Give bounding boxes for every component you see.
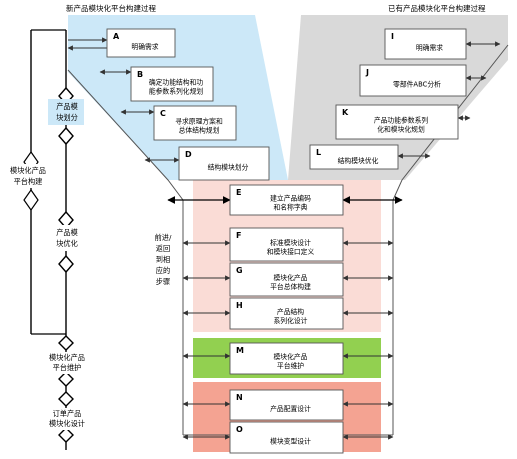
stage-module-division-line1: 产品模 <box>56 102 78 111</box>
side-note: 前进/ 返回 到相 应的 步骤 <box>155 233 172 286</box>
process-box-text: 平台维护 <box>277 361 304 370</box>
process-box-n: N 产品配置设计 <box>229 389 344 421</box>
stage-order-design-line1: 订单产品 <box>53 409 82 418</box>
process-box-text: 结构模块优化 <box>338 156 379 165</box>
process-box-frame <box>229 342 344 375</box>
process-box-frame <box>229 297 344 330</box>
process-box-frame <box>229 421 344 454</box>
process-box-id: A <box>113 32 120 41</box>
left-axis: 模块化产品 平台构建 <box>4 29 66 335</box>
process-box-i: I 明确需求 <box>384 28 467 60</box>
process-box-text: 产品功能参数系列 <box>374 116 429 125</box>
process-box-text: 产品配置设计 <box>270 404 311 413</box>
process-box-text: 寻求原理方案和 <box>175 117 223 126</box>
svg-text:应的: 应的 <box>156 266 170 275</box>
stage-order-design-line2: 模块化设计 <box>49 419 85 428</box>
process-box-j: J 零部件ABC分析 <box>359 64 467 97</box>
process-box-text: 平台总体构建 <box>270 282 311 291</box>
stage-module-optimization-line1: 产品模 <box>56 228 78 237</box>
process-box-frame <box>130 66 214 102</box>
stage-module-optimization-line2: 块优化 <box>56 239 78 248</box>
process-box-text: 建立产品编码 <box>270 194 311 203</box>
stage-platform-maintenance-line1: 模块化产品 <box>49 353 85 362</box>
header-existing-product: 已有产品模块化平台构建过程 <box>388 3 486 13</box>
svg-text:返回: 返回 <box>156 244 170 253</box>
process-box-text: 化和模块化规划 <box>377 125 425 134</box>
svg-text:到相: 到相 <box>156 255 170 264</box>
process-box-frame <box>335 104 459 140</box>
process-box-d: D 结构模块划分 <box>178 146 270 181</box>
process-box-text: 模块化产品 <box>274 352 308 361</box>
process-box-frame <box>384 28 467 60</box>
process-box-id: G <box>236 266 243 275</box>
process-box-frame <box>359 64 467 97</box>
process-box-text: 零部件ABC分析 <box>393 80 441 89</box>
process-box-a: A 明确需求 <box>106 28 176 58</box>
process-box-text: 和名称字典 <box>274 203 308 212</box>
process-box-id: H <box>236 301 243 310</box>
process-box-id: I <box>391 32 394 41</box>
stage-platform-maintenance-line2: 平台维护 <box>53 363 82 372</box>
process-box-l: L 结构模块优化 <box>309 144 399 170</box>
process-box-frame <box>229 227 344 262</box>
process-box-o: O 模块变型设计 <box>229 421 344 454</box>
process-box-text: 明确需求 <box>416 43 443 52</box>
process-box-id: K <box>342 108 349 117</box>
process-box-text: 模块化产品 <box>274 273 308 282</box>
axis-label-line1: 模块化产品 <box>10 166 46 175</box>
svg-text:前进/: 前进/ <box>155 233 172 242</box>
axis-label-line2: 平台构建 <box>14 177 43 186</box>
process-box-text: 系列化设计 <box>274 316 308 325</box>
process-box-text: 总体结构规划 <box>179 126 220 135</box>
process-box-text: 结构模块划分 <box>208 163 249 172</box>
process-box-text: 产品结构 <box>277 307 304 316</box>
process-box-id: M <box>236 346 244 355</box>
process-box-frame <box>309 144 399 170</box>
stage-module-division-line2: 块划分 <box>56 113 78 122</box>
process-box-text: 明确需求 <box>131 42 158 51</box>
process-box-text: 和模块接口定义 <box>267 247 315 256</box>
process-box-id: J <box>365 68 369 77</box>
process-box-frame <box>229 184 344 216</box>
process-box-frame <box>106 28 176 58</box>
stage-axis <box>58 30 74 450</box>
process-box-text: 模块变型设计 <box>270 437 311 446</box>
process-box-id: E <box>236 188 241 197</box>
process-box-text: 标准模块设计 <box>270 238 311 247</box>
process-box-id: L <box>316 148 321 157</box>
process-box-frame <box>229 262 344 297</box>
process-box-frame <box>178 146 270 181</box>
process-box-id: N <box>236 393 243 402</box>
process-box-id: O <box>236 425 243 434</box>
process-box-text: 能参数系列化规划 <box>149 87 204 96</box>
connector-arrows <box>67 37 501 440</box>
process-box-id: C <box>160 109 166 118</box>
process-box-id: B <box>137 70 143 79</box>
process-box-frame <box>229 389 344 421</box>
process-box-id: D <box>185 150 192 159</box>
process-box-id: F <box>236 231 241 240</box>
process-box-frame <box>153 105 237 141</box>
svg-text:步骤: 步骤 <box>156 277 170 286</box>
process-box-text: 确定功能结构和功 <box>149 78 204 87</box>
header-new-product: 新产品模块化平台构建过程 <box>66 3 156 13</box>
